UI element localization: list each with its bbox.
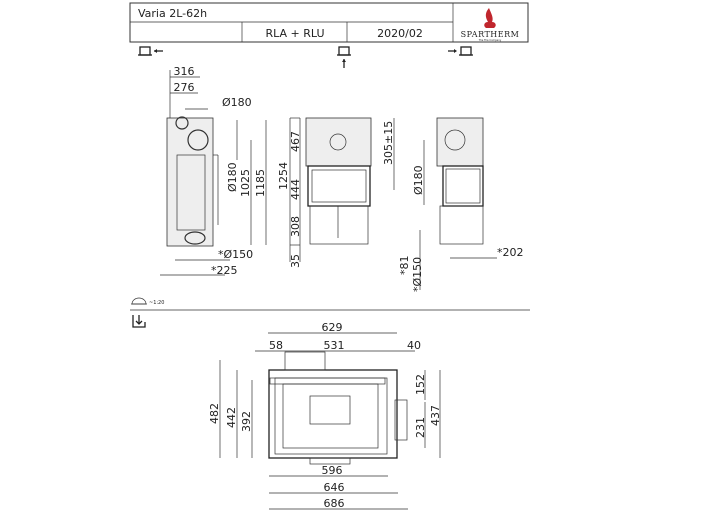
date-label: 2020/02: [377, 27, 423, 40]
dim-596: 596: [322, 464, 343, 477]
dim-276: 276: [174, 81, 195, 94]
dim-152: 152: [414, 374, 427, 395]
dim-308: 308: [289, 216, 302, 237]
right-side-view: Ø180 *81 *Ø150 *202: [398, 117, 524, 292]
dim-flue-diameter: Ø180: [222, 96, 252, 109]
view-top-icon: [132, 315, 146, 328]
spartherm-logo: SPARTHERM The Fire Company: [461, 8, 520, 42]
dim-202: *202: [497, 246, 524, 259]
model-name: Varia 2L-62h: [138, 7, 207, 20]
dim-482: 482: [208, 403, 221, 424]
dim-646: 646: [324, 481, 345, 494]
dim-35: 35: [289, 254, 302, 268]
dim-1254: 1254: [277, 162, 290, 190]
dim-437: 437: [429, 405, 442, 426]
view-front-icon: [337, 46, 351, 68]
view-right-icon: [448, 46, 473, 56]
dim-686: 686: [324, 497, 345, 510]
dim-231: 231: [414, 417, 427, 438]
dim-81: *81: [398, 256, 411, 276]
dim-225: *225: [211, 264, 238, 277]
title-block: Varia 2L-62h RLA + RLU 2020/02 SPARTHERM…: [129, 2, 529, 43]
dim-531: 531: [324, 339, 345, 352]
dim-inlet-diameter: Ø180: [226, 162, 239, 192]
dim-1185: 1185: [254, 169, 267, 197]
dim-629: 629: [322, 321, 343, 334]
dim-444: 444: [289, 179, 302, 200]
left-side-view: 316 276 Ø180 Ø180 1025 1185 *Ø150 *225: [160, 65, 267, 277]
dim-305-15: 305±15: [382, 121, 395, 165]
dim-467: 467: [289, 131, 302, 152]
dim-316: 316: [174, 65, 195, 78]
dim-442: 442: [225, 407, 238, 428]
dim-40: 40: [407, 339, 421, 352]
dim-392: 392: [240, 411, 253, 432]
dim-58: 58: [269, 339, 283, 352]
svg-text:SPARTHERM: SPARTHERM: [461, 30, 520, 39]
svg-text:The Fire Company: The Fire Company: [479, 38, 502, 42]
dim-right-diameter: Ø180: [412, 165, 425, 195]
dim-air-diameter: *Ø150: [218, 248, 253, 261]
dim-1025: 1025: [239, 169, 252, 197]
front-view: 1254 467 444 308 35 305±15: [277, 117, 395, 268]
dim-right-air-diameter: *Ø150: [411, 257, 424, 292]
top-view: 629 58 531 40 482 442 392 152 231 437 59…: [208, 321, 442, 510]
scale-indicator: ~1:20: [131, 297, 164, 306]
variant-label: RLA + RLU: [265, 27, 324, 40]
view-left-icon: [138, 46, 163, 56]
svg-text:~1:20: ~1:20: [149, 300, 164, 306]
